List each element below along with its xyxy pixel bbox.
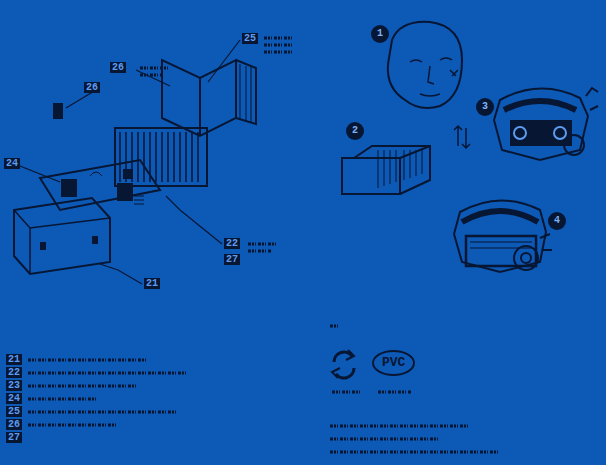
node-text: 1 bbox=[371, 25, 389, 43]
node-text: 22 bbox=[8, 367, 20, 378]
callout-number: 27 bbox=[224, 254, 240, 265]
key-number: 23 bbox=[6, 380, 22, 391]
step-number: 4 bbox=[548, 212, 566, 230]
key-number: 22 bbox=[6, 367, 22, 378]
node-text: 26 bbox=[8, 419, 20, 430]
callout-number: 25 bbox=[242, 33, 258, 44]
step-number: 1 bbox=[371, 25, 389, 43]
coded-text bbox=[28, 38, 500, 452]
step-number: 3 bbox=[476, 98, 494, 116]
node-text: 25 bbox=[8, 406, 20, 417]
node-text: 23 bbox=[8, 380, 20, 391]
node-text: 24 bbox=[6, 158, 18, 169]
callout-number: 24 bbox=[4, 158, 20, 169]
swap-arrows bbox=[454, 126, 470, 148]
callout-number: 26 bbox=[110, 62, 126, 73]
key-number: 21 bbox=[6, 354, 22, 365]
callout-number: 26 bbox=[84, 82, 100, 93]
headset-worn bbox=[494, 88, 598, 160]
node-text: 21 bbox=[8, 354, 20, 365]
heatsink-part bbox=[115, 128, 207, 186]
key-number: 25 bbox=[6, 406, 22, 417]
leader-lines bbox=[20, 40, 240, 284]
node-text: 25 bbox=[244, 33, 256, 44]
node-text: 26 bbox=[86, 82, 98, 93]
node-text: 4 bbox=[548, 212, 566, 230]
node-text: 26 bbox=[112, 62, 124, 73]
node-text: 3 bbox=[476, 98, 494, 116]
module-part bbox=[342, 146, 430, 194]
key-number: 27 bbox=[6, 432, 22, 443]
node-text: 22 bbox=[226, 238, 238, 249]
battery-case bbox=[14, 198, 110, 274]
plate-part bbox=[162, 60, 256, 136]
node-text: 27 bbox=[226, 254, 238, 265]
callout-number: 21 bbox=[144, 278, 160, 289]
head-figure bbox=[388, 22, 462, 108]
callout-number: 22 bbox=[224, 238, 240, 249]
key-number: 26 bbox=[6, 419, 22, 430]
recycle-icon bbox=[332, 350, 354, 378]
node-text: 27 bbox=[8, 432, 20, 443]
node-text: 24 bbox=[8, 393, 20, 404]
key-number: 24 bbox=[6, 393, 22, 404]
headset bbox=[454, 200, 552, 272]
small-part bbox=[54, 104, 62, 118]
node-text: 2 bbox=[346, 122, 364, 140]
pvc-badge: PVC bbox=[372, 350, 415, 376]
node-text: 21 bbox=[146, 278, 158, 289]
step-number: 2 bbox=[346, 122, 364, 140]
node-text: PVC bbox=[382, 354, 405, 372]
